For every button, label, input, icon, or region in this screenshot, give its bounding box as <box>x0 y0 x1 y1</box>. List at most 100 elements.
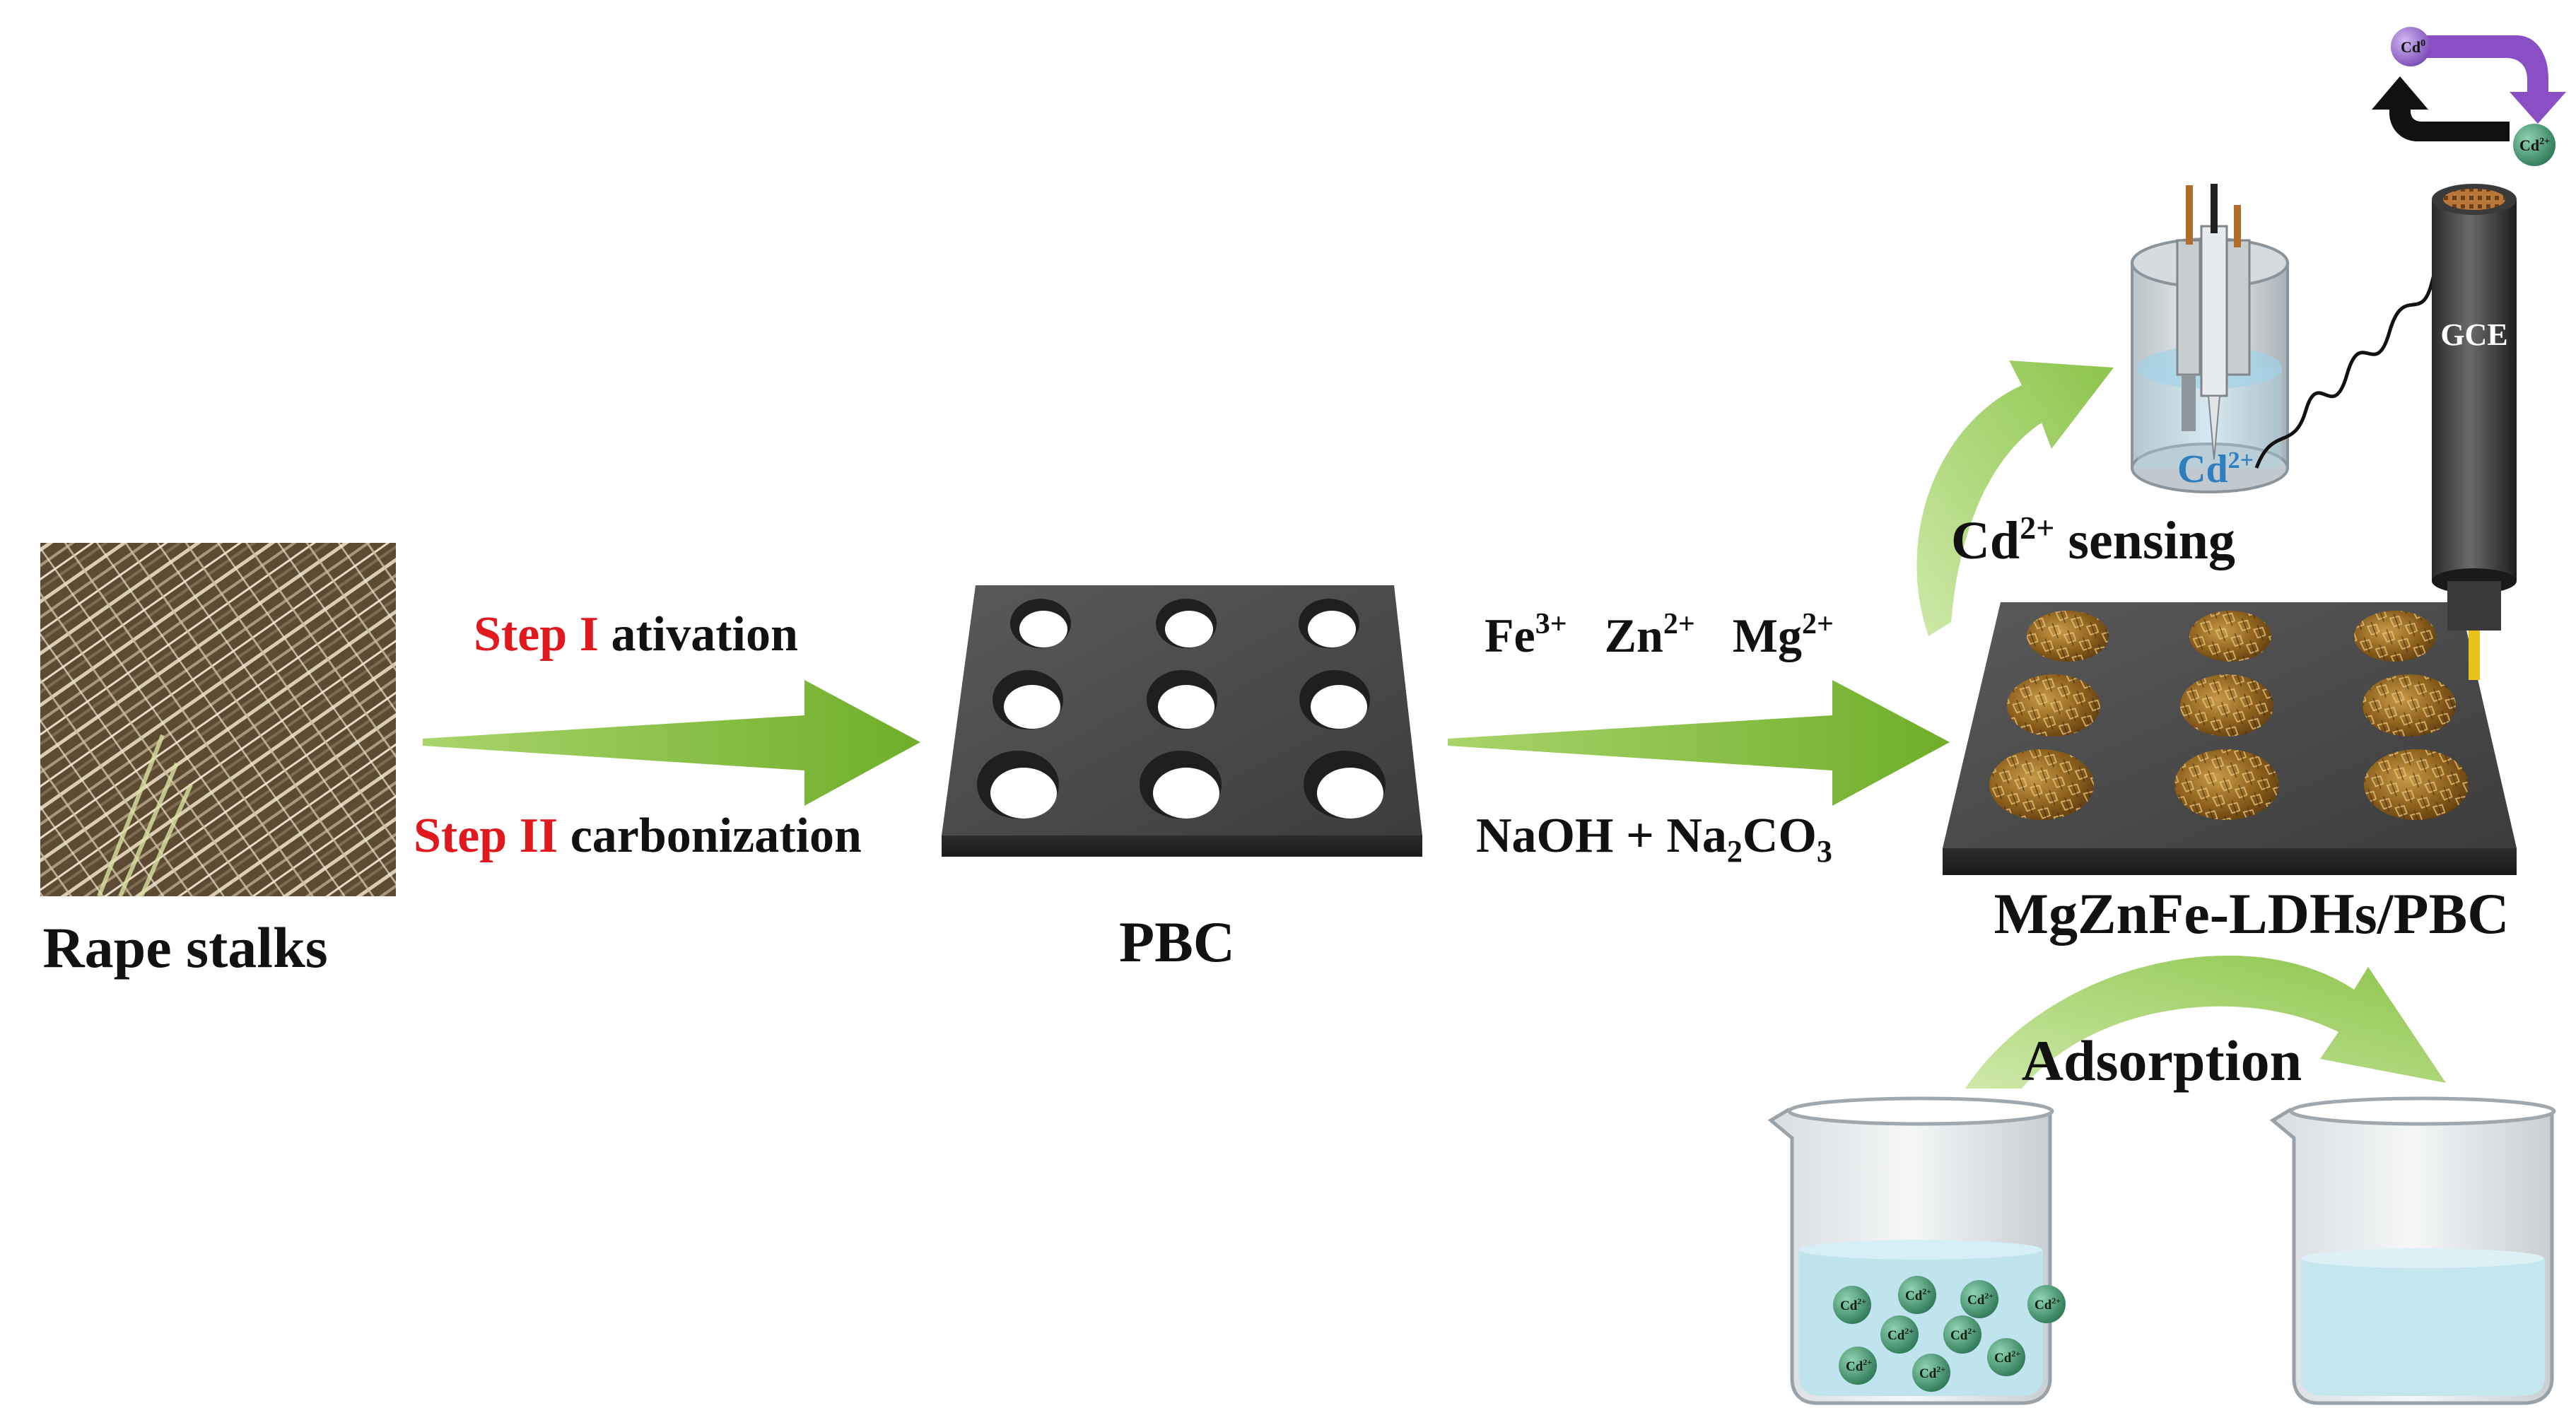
cd2-charge: 2+ <box>2539 136 2550 147</box>
cd-ion-circle <box>1912 1354 1950 1392</box>
cd-ion-circle <box>1987 1338 2025 1376</box>
gce-electrode: GCE <box>2432 184 2517 680</box>
step-2-prefix: Step II <box>414 809 558 863</box>
pbc-plate <box>942 585 1422 857</box>
ldh-coated-wells <box>1989 611 2469 820</box>
cd-ion-charge: 2+ <box>1904 1326 1914 1336</box>
reagent-part-2: CO <box>1743 809 1817 863</box>
cd0-sphere <box>2391 27 2430 66</box>
cd-ion-charge: 2+ <box>1984 1291 1994 1301</box>
beaker-ions: Cd2+Cd2+Cd2+Cd2+Cd2+Cd2+Cd2+Cd2+Cd2+ <box>1833 1276 2066 1392</box>
cd2-base: Cd <box>2519 136 2539 154</box>
cd-ion-charge: 2+ <box>1967 1326 1977 1336</box>
cd-ion-sphere: Cd2+ <box>1833 1286 1871 1324</box>
cd-ion-circle <box>1839 1347 1877 1385</box>
cd-ion-circle <box>2027 1285 2066 1323</box>
cd-ion-sphere: Cd2+ <box>1960 1280 1998 1318</box>
step-2-text: Step II carbonization <box>414 809 862 863</box>
cd-ion-sphere: Cd2+ <box>1912 1354 1950 1392</box>
electrochemical-cell: Cd2+ <box>2131 184 2289 493</box>
beaker-after <box>2269 1096 2556 1405</box>
step-1-prefix: Step I <box>474 607 599 662</box>
cd-ion-label: Cd2+ <box>1887 1326 1914 1343</box>
cd-ion-sphere: Cd2+ <box>1987 1338 2025 1376</box>
cd-ion-circle <box>1880 1315 1919 1354</box>
reduction-arrow <box>2372 76 2510 141</box>
cd-ion-base: Cd <box>1967 1293 1985 1308</box>
cd-ion-circle <box>1960 1280 1998 1318</box>
ion-fe-charge: 3+ <box>1535 608 1567 640</box>
reagent-sub-1: 2 <box>1727 834 1743 869</box>
step-1-desc: ativation <box>599 607 798 662</box>
cd-ion-charge: 2+ <box>2051 1296 2061 1306</box>
oxidation-arrow <box>2411 35 2566 124</box>
sensing-curved-arrow <box>1916 360 2114 636</box>
cell-cd-label: Cd2+ <box>2177 447 2254 491</box>
cd-sensing-text: sensing <box>2054 511 2235 570</box>
cd-ion-label: Cd2+ <box>1846 1357 1872 1374</box>
cell-cd-charge: 2+ <box>2228 447 2254 474</box>
adsorption-curved-arrow <box>1965 955 2446 1089</box>
cd-ion-base: Cd <box>1846 1359 1863 1374</box>
cd-ion-sphere: Cd2+ <box>2027 1285 2066 1323</box>
ion-zn: Zn <box>1605 609 1663 662</box>
reagent-sub-2: 3 <box>1817 834 1832 869</box>
ion-zn-charge: 2+ <box>1663 608 1695 640</box>
cd-ion-sphere: Cd2+ <box>1943 1315 1981 1354</box>
cd-ion-label: Cd2+ <box>1950 1326 1977 1343</box>
cd-sensing-label: Cd2+ sensing <box>1951 510 2235 570</box>
cd0-label: Cd0 <box>2401 38 2425 56</box>
process-arrow-2 <box>1448 680 1950 806</box>
composite-label: MgZnFe-LDHs/PBC <box>1994 881 2510 946</box>
cd-ion-label: Cd2+ <box>1919 1364 1945 1381</box>
step-2-desc: carbonization <box>558 809 862 863</box>
adsorption-label: Adsorption <box>2022 1028 2302 1093</box>
process-arrow-1 <box>423 680 920 806</box>
cd-ion-charge: 2+ <box>1922 1286 1931 1296</box>
cd-ion-base: Cd <box>2035 1298 2052 1313</box>
cd-ion-charge: 2+ <box>1936 1364 1945 1374</box>
cd-ion-charge: 2+ <box>1857 1296 1866 1306</box>
cd2-sphere <box>2513 124 2555 166</box>
cd-ion-base: Cd <box>1994 1351 2012 1366</box>
cd-ion-base: Cd <box>1905 1289 1923 1303</box>
ion-fe: Fe <box>1485 609 1535 662</box>
ion-mg: Mg <box>1733 609 1802 662</box>
cd2-label: Cd2+ <box>2519 136 2550 154</box>
cd0-charge: 0 <box>2420 38 2425 49</box>
cd-ion-base: Cd <box>1919 1366 1937 1381</box>
gce-label: GCE <box>2440 317 2507 352</box>
cd-ion-base: Cd <box>1950 1328 1968 1343</box>
cd-ion-label: Cd2+ <box>1905 1286 1931 1303</box>
cd-ion-charge: 2+ <box>1863 1357 1872 1367</box>
redox-cycle: Cd0 Cd2+ <box>2372 27 2566 166</box>
cd0-base: Cd <box>2401 38 2420 56</box>
cd-ion-circle <box>1943 1315 1981 1354</box>
cd-ion-circle <box>1833 1286 1871 1324</box>
cd-sensing-base: Cd <box>1951 511 2020 570</box>
pbc-holes <box>977 599 1386 819</box>
cd-ion-sphere: Cd2+ <box>1880 1315 1919 1354</box>
cd-ion-sphere: Cd2+ <box>1898 1276 1936 1314</box>
reagent-part-1: NaOH + Na <box>1476 809 1727 863</box>
rape-stalks-label: Rape stalks <box>42 915 327 980</box>
cell-cd-base: Cd <box>2177 447 2228 491</box>
cd-ion-base: Cd <box>1840 1298 1858 1313</box>
ion-mg-charge: 2+ <box>1802 608 1834 640</box>
metal-ions-text: Fe3+ Zn2+ Mg2+ <box>1485 590 1834 662</box>
rape-stalks-photo <box>40 543 396 898</box>
step-1-text: Step I ativation <box>474 607 798 662</box>
cd-ion-circle <box>1898 1276 1936 1314</box>
cd-sensing-charge: 2+ <box>2020 510 2054 546</box>
cd-ion-label: Cd2+ <box>2035 1296 2061 1313</box>
cd-ion-base: Cd <box>1887 1328 1905 1343</box>
cd-ion-label: Cd2+ <box>1994 1349 2020 1366</box>
cd-ion-charge: 2+ <box>2011 1349 2020 1359</box>
pbc-label: PBC <box>1119 910 1235 974</box>
cd-ion-label: Cd2+ <box>1840 1296 1866 1313</box>
cd-ion-sphere: Cd2+ <box>1839 1347 1877 1385</box>
reagents-text: NaOH + Na2CO3 <box>1476 809 1832 869</box>
ldh-pbc-plate <box>1943 602 2517 875</box>
